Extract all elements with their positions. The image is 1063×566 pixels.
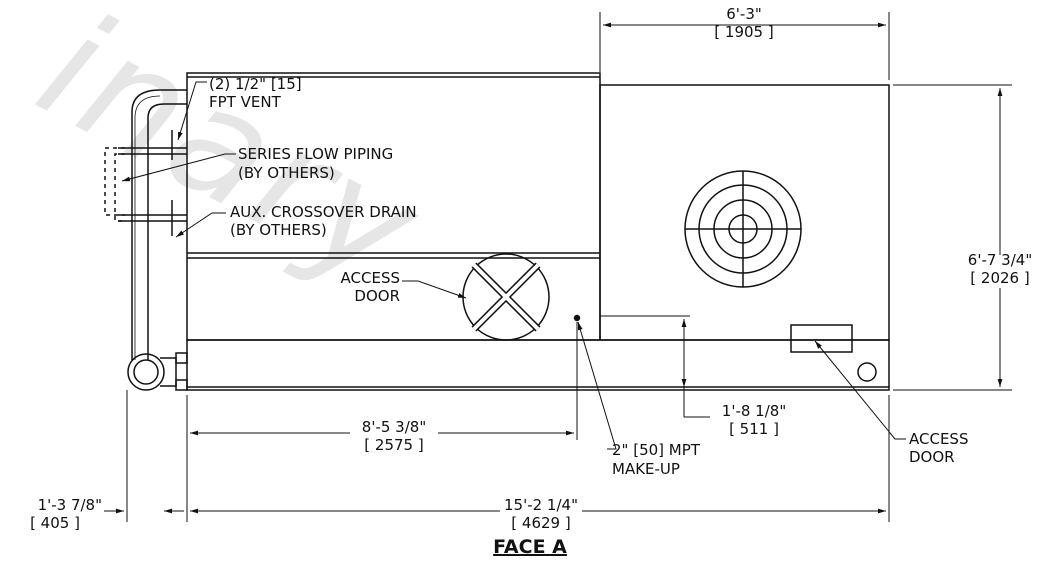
vent-callout-line2: FPT VENT bbox=[209, 93, 281, 111]
pipe-offset-dimension: 1'-3 7/8" bbox=[37, 496, 102, 514]
crossover-callout-line2: (BY OTHERS) bbox=[230, 221, 327, 239]
logo-emblem bbox=[857, 362, 877, 382]
makeup-x-dimension: 8'-5 3/8" bbox=[361, 418, 427, 436]
vent-callout-line1: (2) 1/2" [15] bbox=[209, 75, 302, 93]
access-door-right-line1: ACCESS bbox=[909, 430, 969, 448]
height-dimension: 6'-7 3/4" bbox=[967, 251, 1033, 269]
total-length-dimension: 15'-2 1/4" bbox=[504, 496, 578, 514]
makeup-connection bbox=[573, 314, 581, 322]
right-section bbox=[599, 84, 890, 341]
fan-guard bbox=[684, 170, 802, 288]
series-flow-piping bbox=[104, 89, 188, 391]
access-door-left bbox=[462, 253, 550, 341]
access-door-right-line2: DOOR bbox=[909, 448, 955, 466]
crossover-callout-line1: AUX. CROSSOVER DRAIN bbox=[230, 203, 417, 221]
makeup-height-dimension-mm: [ 511 ] bbox=[729, 420, 779, 438]
top-width-dimension: 6'-3" bbox=[726, 5, 762, 23]
base-rail bbox=[186, 339, 890, 391]
height-dimension-mm: [ 2026 ] bbox=[970, 269, 1030, 287]
top-width-dimension-mm: [ 1905 ] bbox=[714, 23, 774, 41]
view-title: FACE A bbox=[493, 536, 567, 558]
access-door-right bbox=[790, 324, 853, 353]
makeup-callout-line1: 2" [50] MPT bbox=[612, 441, 700, 459]
series-callout-line1: SERIES FLOW PIPING bbox=[238, 145, 394, 163]
makeup-callout-line2: MAKE-UP bbox=[612, 460, 680, 478]
series-callout-line2: (BY OTHERS) bbox=[238, 164, 335, 182]
access-door-left-line1: ACCESS bbox=[340, 269, 400, 287]
total-length-dimension-mm: [ 4629 ] bbox=[511, 514, 571, 532]
makeup-height-dimension: 1'-8 1/8" bbox=[721, 402, 787, 420]
makeup-x-dimension-mm: [ 2575 ] bbox=[364, 436, 424, 454]
access-door-left-line2: DOOR bbox=[354, 287, 400, 305]
pipe-offset-dimension-mm: [ 405 ] bbox=[30, 514, 80, 532]
